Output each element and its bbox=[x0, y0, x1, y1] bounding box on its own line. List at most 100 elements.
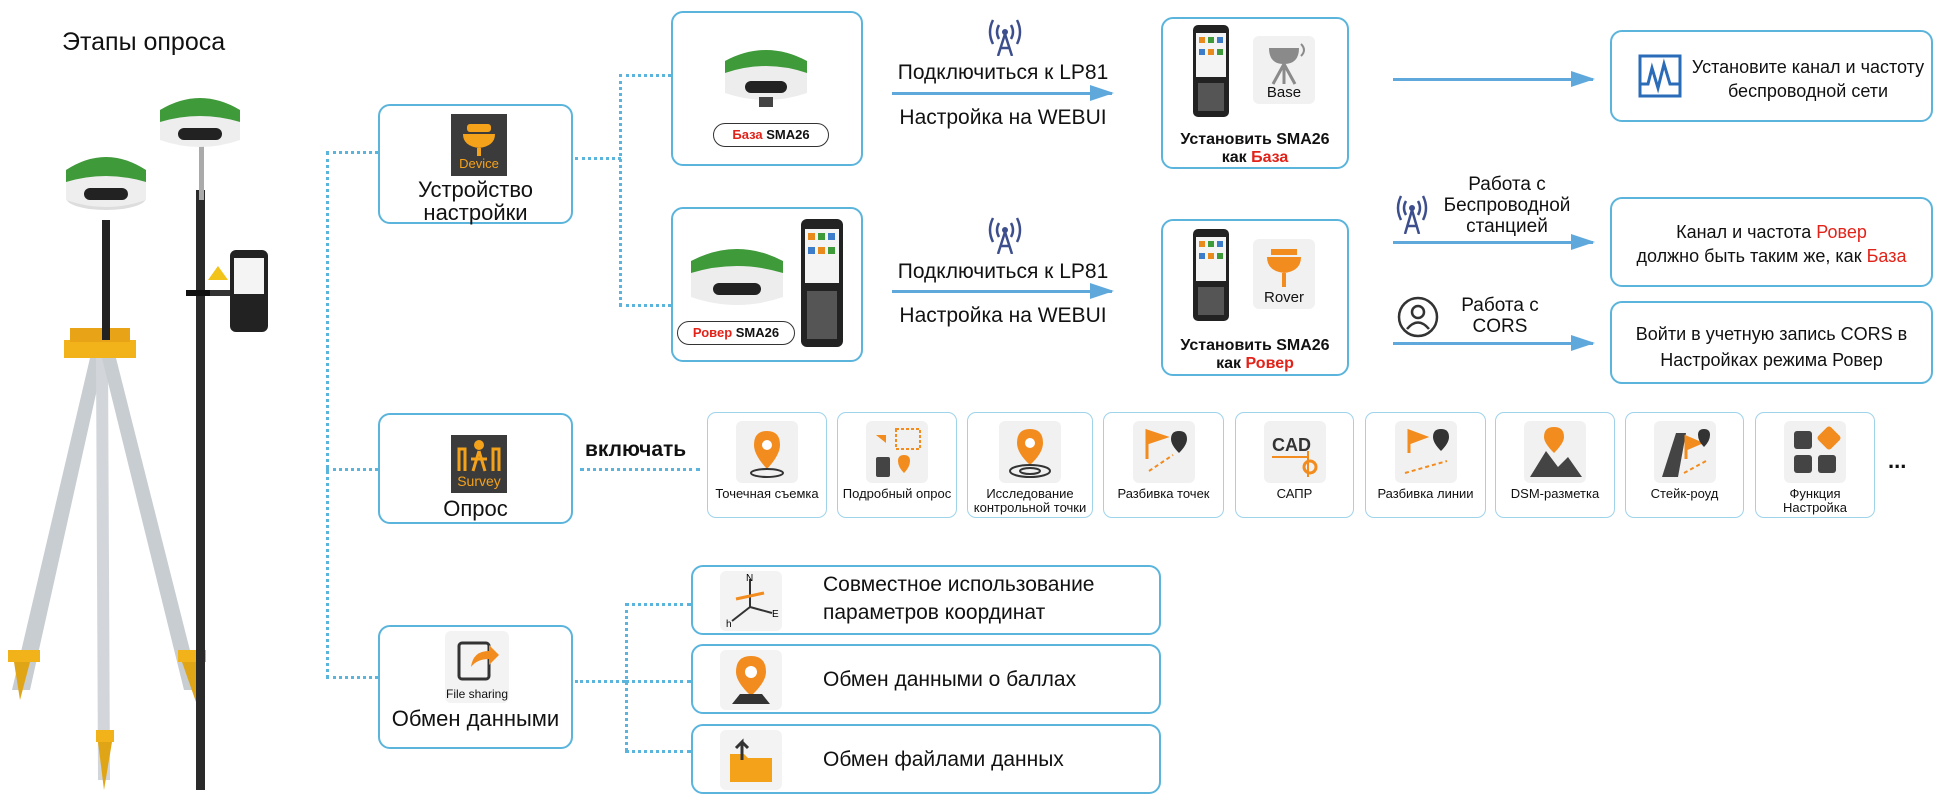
radio-line3: станцией bbox=[1466, 216, 1548, 237]
channel-match-box[interactable]: Канал и частота Ровер должно быть таким … bbox=[1610, 197, 1933, 287]
channel-box[interactable]: Установите канал и частоту беспроводной … bbox=[1610, 30, 1933, 122]
base-connect-text: Подключиться к LP81 bbox=[897, 61, 1109, 84]
tool-control-point[interactable]: Исследование контрольной точки bbox=[967, 412, 1093, 518]
base-to-channel-arrow bbox=[1393, 71, 1595, 87]
user-account-icon bbox=[1397, 296, 1439, 338]
rover-mode-icon: Rover bbox=[1253, 239, 1315, 309]
device-branch-line bbox=[619, 74, 622, 306]
cors-login-box[interactable]: Войти в учетную запись CORS в Настройках… bbox=[1610, 301, 1933, 384]
controller-image bbox=[1193, 229, 1229, 321]
base-chip-role: База bbox=[732, 127, 763, 142]
tool-label: Исследование контрольной точки bbox=[973, 486, 1087, 515]
radio-line2: Беспроводной bbox=[1443, 195, 1571, 216]
base-result-line1: Установить SMA26 bbox=[1180, 131, 1330, 148]
connector-share-1 bbox=[625, 603, 691, 606]
tool-road-stakeout[interactable]: Стейк-роуд bbox=[1625, 412, 1744, 518]
tool-point-survey[interactable]: Точечная съемка bbox=[707, 412, 827, 518]
tool-label: Разбивка точек bbox=[1117, 486, 1210, 501]
svg-text:E: E bbox=[772, 609, 779, 620]
connector-device bbox=[326, 151, 378, 154]
rover-connect-text: Подключиться к LP81 bbox=[897, 260, 1109, 283]
match-line2: должно быть таким же, как База bbox=[1612, 245, 1931, 267]
share-item-files[interactable]: Обмен файлами данных bbox=[691, 724, 1161, 794]
line-stakeout-icon bbox=[1394, 421, 1457, 483]
tool-detail-survey[interactable]: Подробный опрос bbox=[837, 412, 957, 518]
radio-arrow bbox=[1393, 234, 1595, 250]
detail-survey-icon bbox=[866, 421, 928, 483]
rover-receiver-image bbox=[691, 249, 783, 305]
survey-include-label: включать bbox=[585, 438, 687, 461]
svg-text:N: N bbox=[746, 573, 753, 584]
base-chip: База SMA26 bbox=[713, 123, 829, 147]
svg-text:h: h bbox=[726, 619, 732, 630]
antenna-icon bbox=[1396, 195, 1428, 234]
device-icon-label: Device bbox=[459, 156, 499, 171]
share-item-points[interactable]: Обмен данными о баллах bbox=[691, 644, 1161, 714]
share-item-label: Обмен данными о баллах bbox=[823, 668, 1077, 691]
data-sharing-name: Обмен данными bbox=[391, 706, 560, 731]
connector-sharing-branch bbox=[575, 680, 625, 683]
equipment-illustration bbox=[8, 98, 268, 790]
connector-share-2 bbox=[625, 680, 691, 683]
base-setup-text: Настройка на WEBUI bbox=[899, 106, 1107, 129]
tool-label: Точечная съемка bbox=[715, 486, 819, 501]
rover-controller-image bbox=[801, 219, 843, 347]
cad-icon: CAD bbox=[1263, 421, 1326, 483]
dsm-stakeout-icon bbox=[1524, 421, 1586, 483]
connector-share-3 bbox=[625, 750, 691, 753]
data-sharing-box[interactable]: File sharing Обмен данными bbox=[378, 625, 573, 749]
base-result-box[interactable]: Base Установить SMA26 как База bbox=[1161, 17, 1349, 169]
control-point-icon bbox=[999, 421, 1061, 483]
svg-text:CAD: CAD bbox=[1272, 435, 1311, 455]
base-mode-label: Base bbox=[1266, 84, 1302, 101]
rover-result-box[interactable]: Rover Установить SMA26 как Ровер bbox=[1161, 219, 1349, 376]
point-survey-icon bbox=[736, 421, 798, 483]
match-line2-text: должно быть таким же, как bbox=[1636, 246, 1862, 266]
map-pin-icon bbox=[720, 650, 782, 710]
tool-cad[interactable]: CAD САПР bbox=[1235, 412, 1354, 518]
connector-tools bbox=[580, 468, 700, 471]
connector-survey bbox=[326, 468, 378, 471]
tool-dsm-stakeout[interactable]: DSM-разметка bbox=[1495, 412, 1615, 518]
tool-point-stakeout[interactable]: Разбивка точек bbox=[1103, 412, 1224, 518]
rover-result-line2: как Ровер bbox=[1163, 355, 1347, 372]
device-setup-box[interactable]: Device Устройство настройки bbox=[378, 104, 573, 224]
device-icon: Device bbox=[451, 114, 507, 176]
signal-wave-icon bbox=[1638, 54, 1682, 98]
tool-label: Разбивка линии bbox=[1377, 486, 1474, 501]
tool-label: САПР bbox=[1276, 486, 1313, 501]
channel-line2: беспроводной сети bbox=[1727, 81, 1889, 101]
device-name-line1: Устройство bbox=[417, 177, 534, 202]
connector-base bbox=[619, 74, 671, 77]
sharing-branch-line bbox=[625, 603, 628, 751]
survey-icon: Survey bbox=[451, 435, 507, 493]
match-line1-role: Ровер bbox=[1816, 222, 1867, 242]
rover-result-line1: Установить SMA26 bbox=[1180, 337, 1330, 354]
road-stakeout-icon bbox=[1653, 421, 1716, 483]
tool-line-stakeout[interactable]: Разбивка линии bbox=[1365, 412, 1486, 518]
radio-line1: Работа с bbox=[1468, 174, 1546, 195]
base-mode-icon: Base bbox=[1253, 36, 1315, 104]
base-receiver-image bbox=[725, 50, 807, 107]
rover-arrow bbox=[892, 283, 1114, 299]
main-tree-line bbox=[326, 152, 329, 678]
base-chip-model: SMA26 bbox=[766, 127, 810, 142]
point-stakeout-icon bbox=[1132, 421, 1195, 483]
controller-image bbox=[1193, 25, 1229, 117]
share-item-label: Совместное использование параметров коор… bbox=[823, 573, 1095, 624]
rover-chip-model: SMA26 bbox=[735, 325, 780, 340]
rover-setup-text: Настройка на WEBUI bbox=[899, 304, 1107, 327]
connector-rover bbox=[619, 304, 671, 307]
antenna-icon bbox=[988, 217, 1022, 254]
survey-box[interactable]: Survey Опрос bbox=[378, 413, 573, 524]
rover-mode-label: Rover bbox=[1263, 289, 1304, 306]
cors-arrow bbox=[1393, 335, 1595, 351]
rover-chip-role: Ровер bbox=[692, 325, 733, 340]
survey-icon-label: Survey bbox=[457, 473, 501, 489]
tool-function-settings[interactable]: Функция Настройка bbox=[1755, 412, 1875, 518]
rover-receiver-box[interactable]: Ровер SMA26 bbox=[671, 207, 863, 362]
base-receiver-box[interactable]: База SMA26 bbox=[671, 11, 863, 166]
file-sharing-icon: File sharing bbox=[445, 631, 509, 703]
